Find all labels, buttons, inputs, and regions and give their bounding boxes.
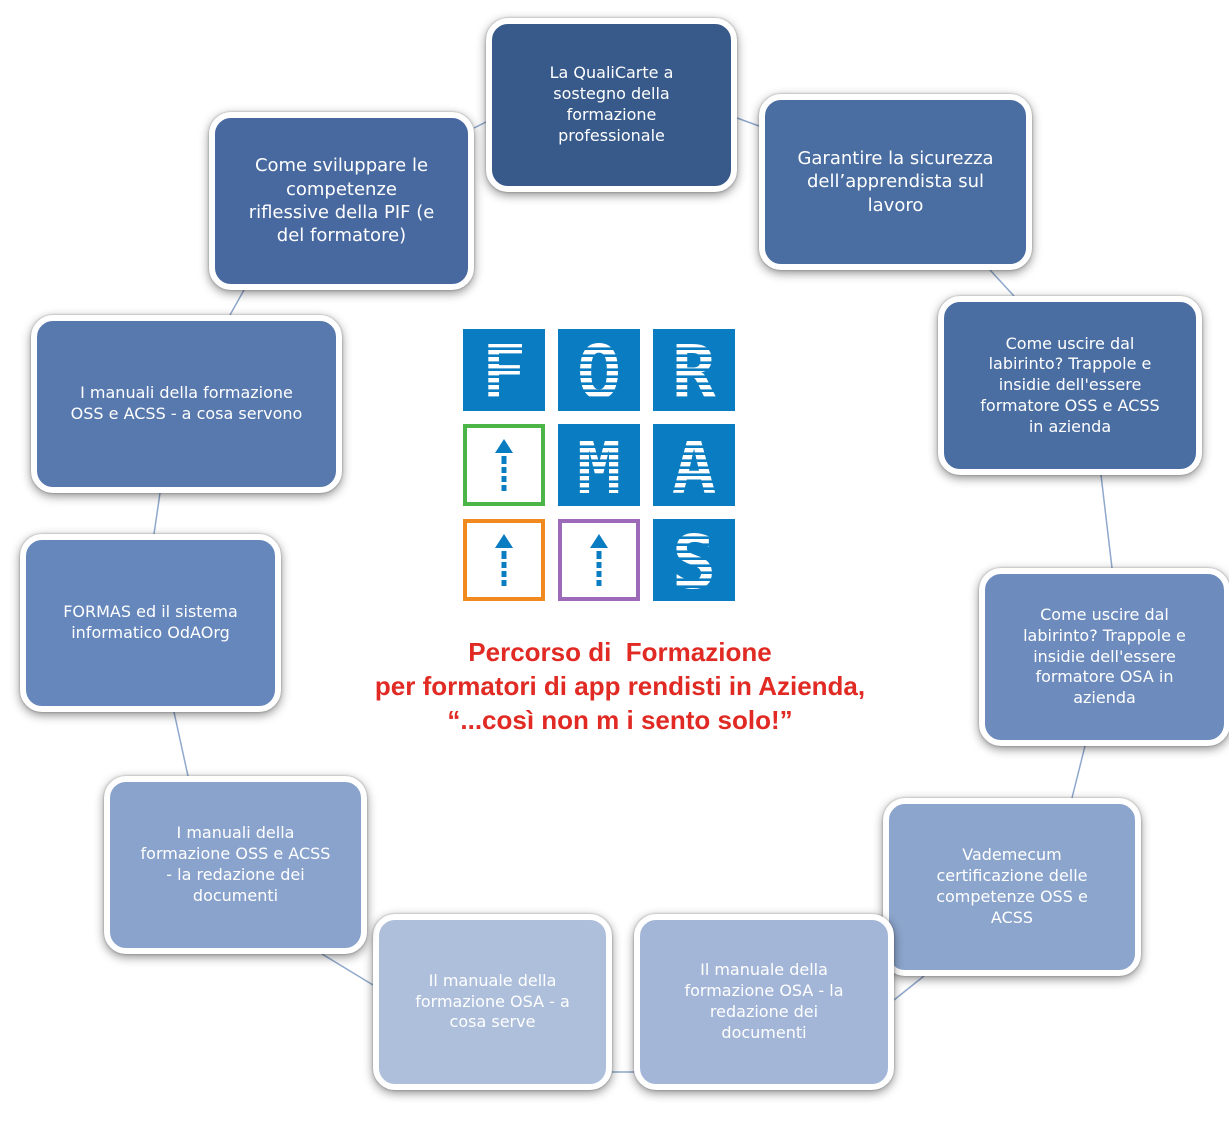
connector-n6-n7 bbox=[321, 953, 374, 986]
connector-n0-n1 bbox=[736, 117, 760, 127]
logo-letter-o: O bbox=[577, 330, 622, 416]
logo-tile-o bbox=[558, 329, 640, 411]
connector-n7-n8 bbox=[173, 711, 189, 777]
node-label: Come uscire dal labirinto? Trappole e in… bbox=[980, 333, 1160, 436]
logo-tile-a bbox=[653, 424, 735, 506]
up-arrow-icon bbox=[495, 534, 513, 586]
connector-n9-n10 bbox=[229, 289, 245, 316]
connector-n4-n5 bbox=[893, 975, 925, 1001]
logo-letter-a: A bbox=[672, 425, 717, 511]
node-manuale-osa-redazione: Il manuale della formazione OSA - la red… bbox=[634, 914, 894, 1090]
node-label: I manuali della formazione OSS e ACSS - … bbox=[70, 383, 303, 423]
node-labirinto-osa: Come uscire dal labirinto? Trappole e in… bbox=[979, 568, 1229, 746]
node-label: Vademecum certificazione delle competenz… bbox=[936, 845, 1088, 927]
connector-n3-n4 bbox=[1071, 745, 1086, 799]
logo-tile-green bbox=[463, 424, 545, 506]
logo-tile-orange bbox=[463, 519, 545, 601]
node-label: Il manuale della formazione OSA - a cosa… bbox=[415, 970, 570, 1032]
logo-tile-f bbox=[463, 329, 545, 411]
node-manuali-oss-scopo: I manuali della formazione OSS e ACSS - … bbox=[31, 315, 342, 493]
node-competenze-riflessive: Come sviluppare le competenze riflessive… bbox=[209, 112, 474, 290]
node-manuali-oss-redazione: I manuali della formazione OSS e ACSS - … bbox=[104, 776, 367, 954]
formas-logo: F O R M A S bbox=[463, 329, 735, 601]
logo-letter-s: S bbox=[672, 520, 717, 601]
node-labirinto-oss-acss: Come uscire dal labirinto? Trappole e in… bbox=[938, 296, 1202, 475]
connector-n1-n2 bbox=[989, 269, 1015, 297]
logo-letter-m: M bbox=[577, 425, 622, 511]
node-sicurezza-apprendista: Garantire la sicurezza dell’apprendista … bbox=[759, 94, 1032, 270]
logo-tile-r bbox=[653, 329, 735, 411]
logo-tile-m bbox=[558, 424, 640, 506]
node-label: Il manuale della formazione OSA - la red… bbox=[684, 960, 844, 1042]
logo-letter-f: F bbox=[482, 330, 527, 416]
logo-letter-r: R bbox=[672, 330, 717, 416]
logo-tile-s bbox=[653, 519, 735, 601]
connector-n10-n0 bbox=[473, 121, 487, 129]
node-label: La QualiCarte a sostegno della formazion… bbox=[549, 63, 674, 145]
node-vademecum: Vademecum certificazione delle competenz… bbox=[883, 798, 1141, 976]
course-title-line: “...così non m i sento solo!” bbox=[447, 704, 793, 735]
node-label: I manuali della formazione OSS e ACSS - … bbox=[140, 823, 331, 905]
logo-tile-purple bbox=[558, 519, 640, 601]
course-title: Percorso di Formazione per formatori di … bbox=[260, 636, 980, 737]
node-qualicarte: La QualiCarte a sostegno della formazion… bbox=[486, 18, 737, 192]
course-title-line: per formatori di app rendisti in Azienda… bbox=[374, 670, 866, 701]
node-label: Come sviluppare le competenze riflessive… bbox=[248, 155, 435, 247]
connector-n2-n3 bbox=[1100, 474, 1113, 569]
connector-n8-n9 bbox=[153, 492, 161, 535]
node-label: FORMAS ed il sistema informatico OdAOrg bbox=[63, 602, 238, 642]
up-arrow-icon bbox=[590, 534, 608, 586]
node-label: Garantire la sicurezza dell’apprendista … bbox=[797, 147, 994, 216]
node-manuale-osa-scopo: Il manuale della formazione OSA - a cosa… bbox=[373, 914, 612, 1090]
node-label: Come uscire dal labirinto? Trappole e in… bbox=[1023, 605, 1186, 708]
up-arrow-icon bbox=[495, 439, 513, 491]
course-title-line: Percorso di Formazione bbox=[468, 637, 772, 667]
node-formas-odaorg: FORMAS ed il sistema informatico OdAOrg bbox=[20, 534, 281, 712]
